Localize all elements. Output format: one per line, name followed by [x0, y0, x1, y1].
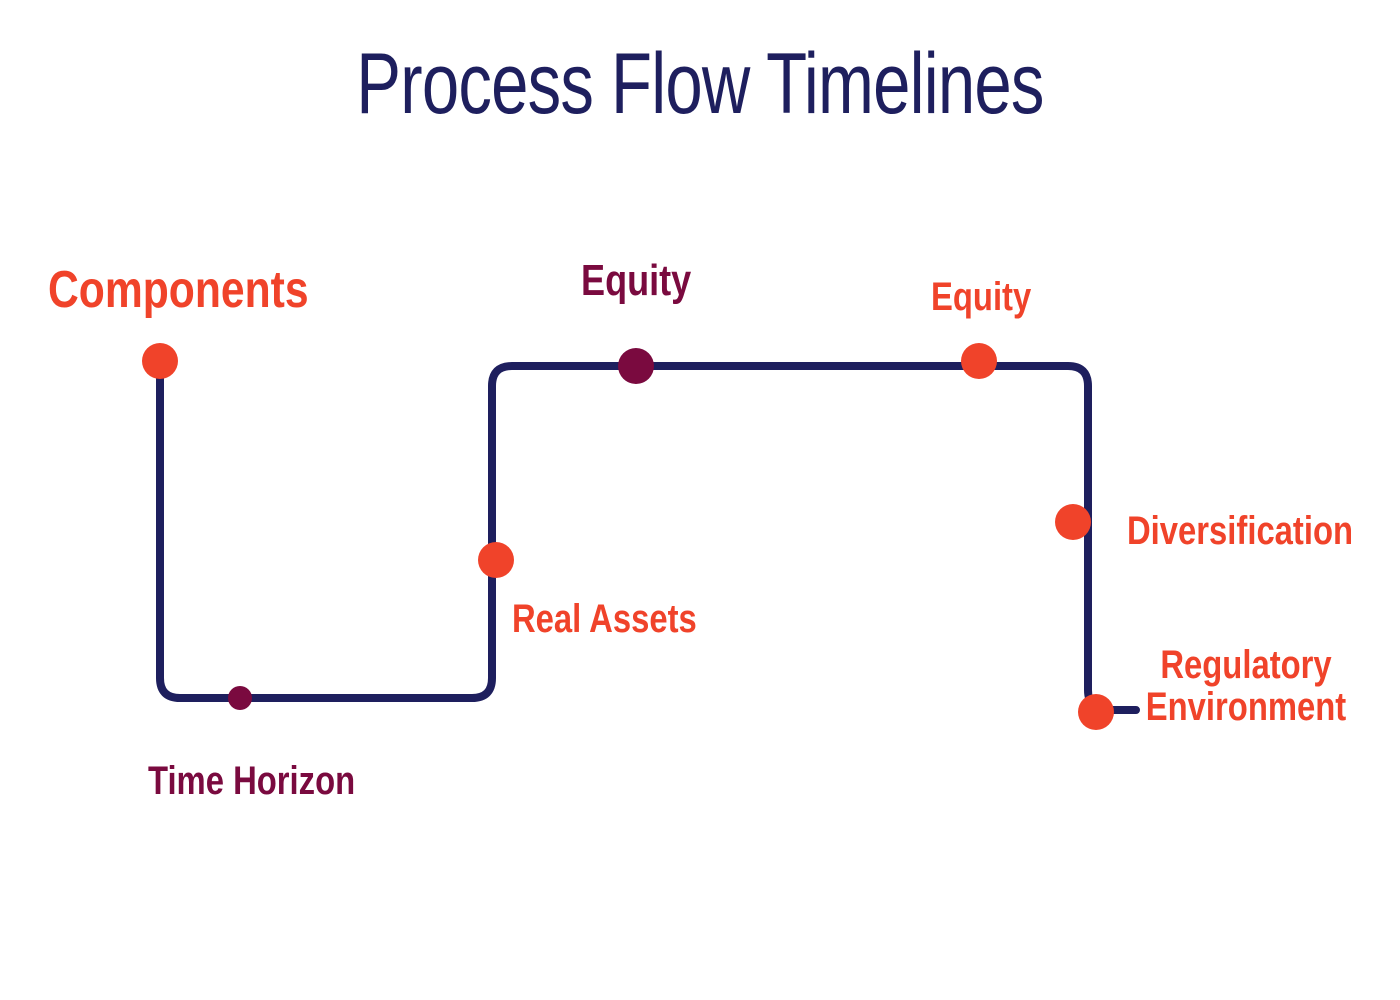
milestone-dot-equity-2	[961, 343, 997, 379]
milestone-label-equity-1: Equity	[581, 256, 692, 305]
milestone-label-diversification: Diversification	[1127, 509, 1354, 553]
milestone-dot-diversification	[1055, 504, 1091, 540]
milestone-dot-regulatory-environment	[1078, 694, 1114, 730]
milestone-label-equity-2: Equity	[931, 275, 1032, 319]
milestone-label-regulatory-line1: Regulatory	[1160, 643, 1332, 687]
milestone-dot-equity-1	[618, 348, 654, 384]
milestone-dot-components	[142, 343, 178, 379]
milestone-dot-real-assets	[478, 542, 514, 578]
milestone-label-regulatory-environment: Regulatory Environment	[1139, 644, 1352, 728]
milestone-label-time-horizon: Time Horizon	[148, 759, 356, 803]
timeline-path	[156, 358, 1140, 714]
milestone-label-components: Components	[48, 261, 309, 319]
milestone-dot-time-horizon	[228, 686, 252, 710]
page-title: Process Flow Timelines	[356, 36, 1044, 132]
milestone-label-regulatory-line2: Environment	[1145, 685, 1347, 729]
milestone-label-real-assets: Real Assets	[512, 597, 697, 641]
